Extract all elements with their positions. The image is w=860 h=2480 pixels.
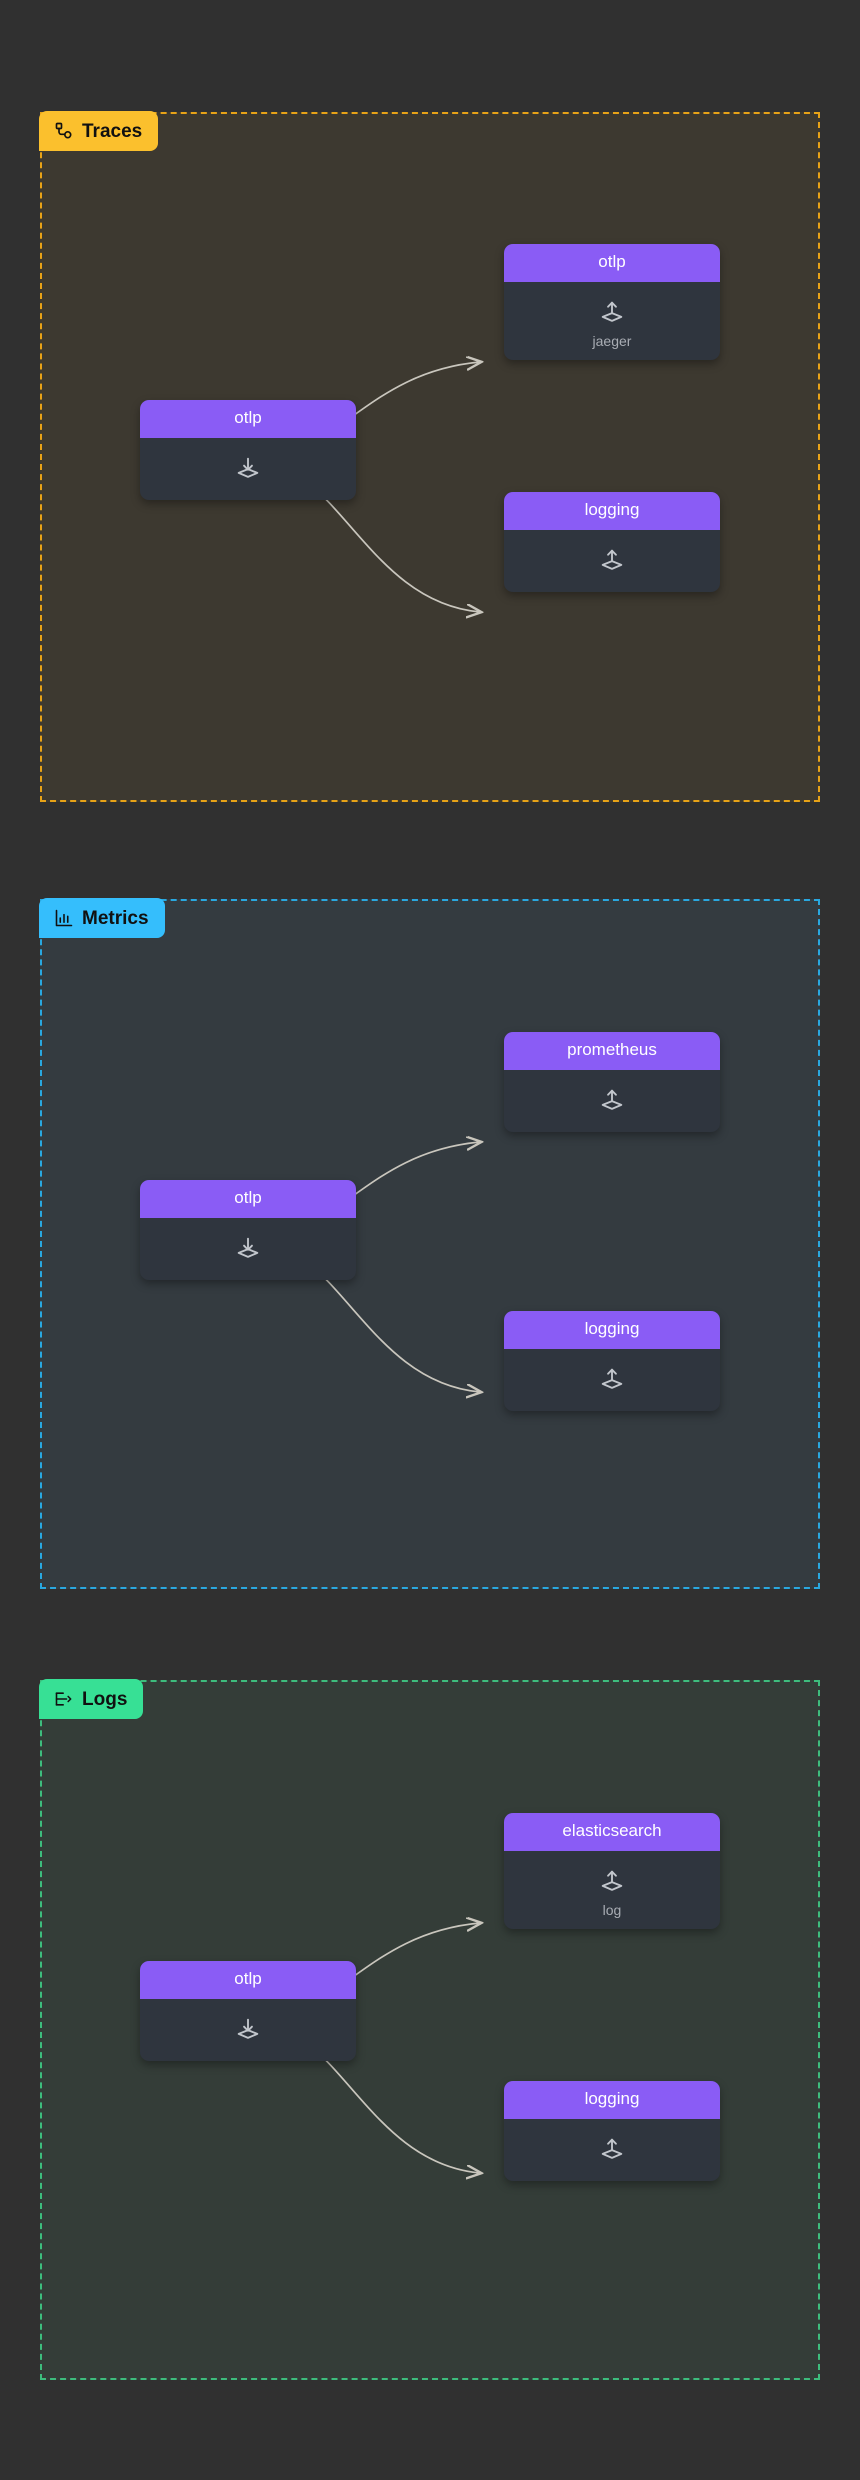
node-body bbox=[504, 530, 720, 592]
pipeline-metrics-tag[interactable]: Metrics bbox=[39, 898, 165, 938]
traces-icon bbox=[54, 121, 74, 141]
node-body bbox=[504, 2119, 720, 2181]
node-exporter-otlp-jaeger[interactable]: otlp jaeger bbox=[504, 244, 720, 360]
node-exporter-elasticsearch[interactable]: elasticsearch log bbox=[504, 1813, 720, 1929]
node-subtitle: log bbox=[602, 1901, 622, 1918]
pipeline-logs-label: Logs bbox=[82, 1688, 128, 1710]
node-body bbox=[140, 438, 356, 500]
exporter-upload-icon bbox=[598, 1365, 626, 1393]
node-body bbox=[140, 1999, 356, 2061]
node-exporter-prometheus[interactable]: prometheus bbox=[504, 1032, 720, 1132]
node-title: elasticsearch bbox=[504, 1813, 720, 1851]
node-body: jaeger bbox=[504, 282, 720, 360]
pipeline-traces-label: Traces bbox=[82, 120, 143, 142]
pipeline-metrics-label: Metrics bbox=[82, 907, 149, 929]
node-title: logging bbox=[504, 2081, 720, 2119]
receiver-download-icon bbox=[234, 454, 262, 482]
exporter-upload-icon bbox=[598, 1867, 626, 1895]
node-title: otlp bbox=[140, 1180, 356, 1218]
node-receiver-otlp-traces[interactable]: otlp bbox=[140, 400, 356, 500]
node-body bbox=[504, 1349, 720, 1411]
node-body: log bbox=[504, 1851, 720, 1929]
node-body bbox=[140, 1218, 356, 1280]
bar-chart-icon bbox=[54, 908, 74, 928]
pipeline-traces-tag[interactable]: Traces bbox=[39, 111, 159, 151]
node-receiver-otlp-metrics[interactable]: otlp bbox=[140, 1180, 356, 1280]
node-title: logging bbox=[504, 492, 720, 530]
pipeline-metrics: Metrics otlp prometheus bbox=[39, 898, 820, 1589]
pipeline-logs: Logs otlp elasticsearch bbox=[39, 1679, 820, 2380]
node-exporter-logging-metrics[interactable]: logging bbox=[504, 1311, 720, 1411]
node-receiver-otlp-logs[interactable]: otlp bbox=[140, 1961, 356, 2061]
exporter-upload-icon bbox=[598, 1086, 626, 1114]
logs-list-icon bbox=[54, 1689, 74, 1709]
node-subtitle: jaeger bbox=[592, 332, 632, 349]
node-exporter-logging-logs[interactable]: logging bbox=[504, 2081, 720, 2181]
exporter-upload-icon bbox=[598, 298, 626, 326]
node-title: logging bbox=[504, 1311, 720, 1349]
node-body bbox=[504, 1070, 720, 1132]
node-title: otlp bbox=[504, 244, 720, 282]
receiver-download-icon bbox=[234, 2015, 262, 2043]
node-title: otlp bbox=[140, 1961, 356, 1999]
pipeline-logs-tag[interactable]: Logs bbox=[39, 1679, 144, 1719]
exporter-upload-icon bbox=[598, 546, 626, 574]
node-title: otlp bbox=[140, 400, 356, 438]
node-title: prometheus bbox=[504, 1032, 720, 1070]
exporter-upload-icon bbox=[598, 2135, 626, 2163]
receiver-download-icon bbox=[234, 1234, 262, 1262]
node-exporter-logging-traces[interactable]: logging bbox=[504, 492, 720, 592]
pipeline-traces: Traces otlp otlp bbox=[39, 111, 820, 802]
